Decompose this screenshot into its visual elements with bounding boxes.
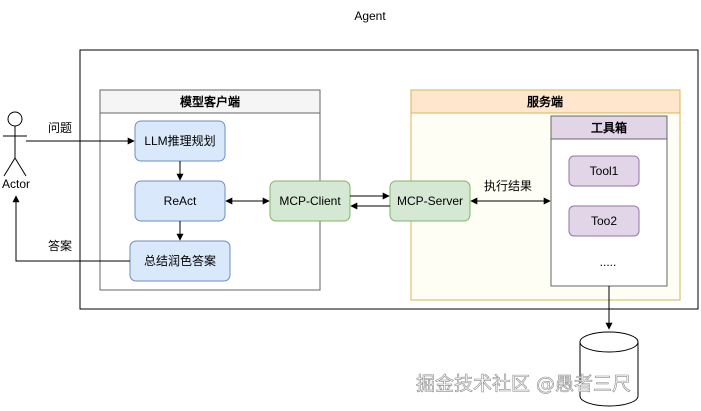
- client-group-header: [99, 89, 321, 114]
- node-llm[interactable]: LLM推理规划: [134, 120, 226, 162]
- node-tool1[interactable]: Tool1: [568, 155, 640, 187]
- node-mcp-server-label: MCP-Server: [397, 194, 463, 208]
- node-mcp-client-label: MCP-Client: [279, 194, 341, 208]
- edge-label-exec-result: 执行结果: [484, 179, 532, 193]
- node-summary-label: 总结润色答案: [144, 253, 216, 268]
- node-mcp-client[interactable]: MCP-Client: [269, 180, 351, 222]
- agent-title: Agent: [354, 9, 386, 23]
- node-react-label: ReAct: [164, 194, 197, 208]
- actor-icon: [3, 111, 27, 177]
- node-more-tools: .....: [600, 255, 617, 269]
- edge-label-answer: 答案: [48, 238, 72, 253]
- server-group-title: 服务端: [527, 94, 563, 109]
- node-react[interactable]: ReAct: [134, 180, 226, 222]
- node-mcp-server[interactable]: MCP-Server: [389, 180, 471, 222]
- node-summary[interactable]: 总结润色答案: [129, 240, 231, 282]
- watermark: 掘金技术社区 @愚者三尺: [416, 373, 631, 395]
- actor-label: Actor: [2, 177, 30, 191]
- node-tool2-label: Too2: [591, 214, 617, 228]
- edge-label-question: 问题: [48, 121, 72, 135]
- toolbox-header: [550, 115, 668, 140]
- node-tool1-label: Tool1: [590, 164, 619, 178]
- toolbox: 工具箱: [550, 115, 668, 287]
- edge-answer: [12, 195, 130, 262]
- node-llm-label: LLM推理规划: [144, 133, 215, 148]
- node-tool2[interactable]: Too2: [568, 205, 640, 237]
- client-group-title: 模型客户端: [180, 94, 240, 109]
- edges: [12, 137, 613, 330]
- server-group-header: [410, 89, 681, 114]
- toolbox-title: 工具箱: [591, 120, 627, 135]
- database-icon: [579, 331, 639, 407]
